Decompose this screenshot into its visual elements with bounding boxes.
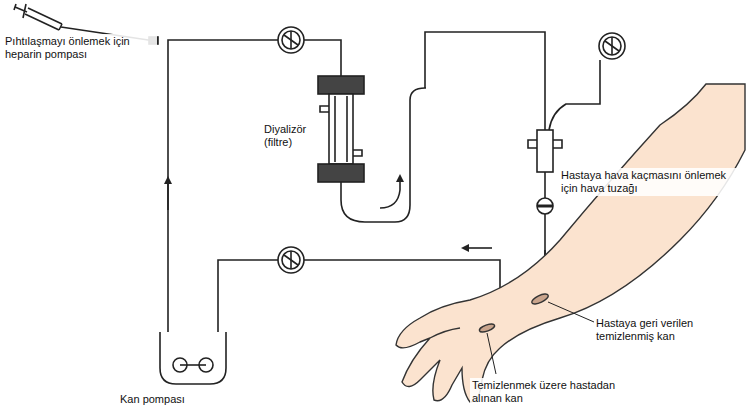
returned-blood-label: Hastaya geri verilen temizlenmiş kan [594,316,743,344]
pump-label: Kan pompası [118,392,187,407]
drawn-blood-label: Temizlenmek üzere hastadan alınan kan [470,378,649,406]
leader-line [548,302,594,322]
leader-line [487,333,496,374]
air-trap [528,130,562,214]
dialyzer-label: Diyalizör (filtre) [262,122,328,150]
tube [168,40,278,332]
air-trap-label: Hastaya hava kaçmasını önlemek için hava… [559,168,743,196]
blood-pump [160,332,226,384]
heparin-label: Pıhtılaşmayı önlemek için heparin pompas… [3,34,157,62]
patient-arm [396,84,745,402]
